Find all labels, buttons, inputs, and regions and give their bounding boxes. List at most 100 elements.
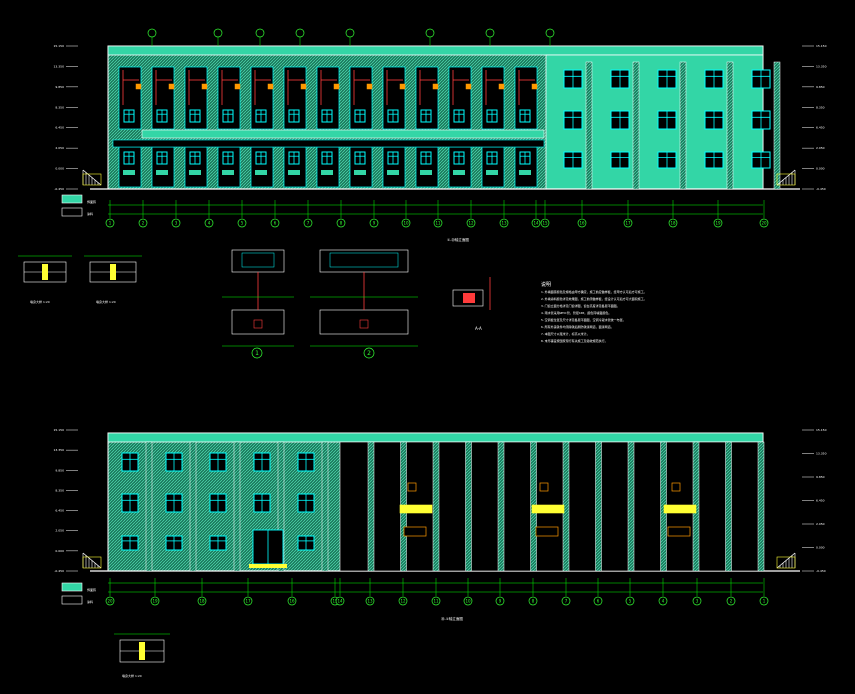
level-label: 9.850: [55, 85, 64, 89]
top-right-pilaster: [726, 61, 734, 190]
detail-circle-label-2: 2: [367, 350, 371, 357]
stair-slope: [82, 552, 102, 569]
roof-axis-circle: [485, 28, 495, 38]
top-window-sill: [321, 170, 333, 175]
axis-label: 3: [696, 599, 699, 604]
top-window-sill: [486, 170, 498, 175]
top-orange-box: [168, 83, 175, 90]
axis-label: 18: [670, 221, 676, 226]
top-right-pilaster: [585, 61, 593, 190]
axis-circle: [495, 596, 505, 606]
stair-slope: [776, 552, 796, 569]
axis-circle: [138, 218, 148, 228]
axis-circle: [593, 596, 603, 606]
axis-circle: [668, 218, 678, 228]
top-orange-box: [333, 83, 340, 90]
bottom-canopy: [399, 504, 433, 514]
axis-label: 15: [332, 599, 338, 604]
detail-title-1: 墙身大样 1:20: [30, 299, 50, 304]
stair-outline: [82, 173, 102, 186]
top-orange-box: [201, 83, 208, 90]
level-label: 13.350: [816, 452, 827, 456]
level-label: 6.450: [55, 126, 64, 130]
axis-circle: [398, 596, 408, 606]
bottom-sign-box: [667, 526, 691, 537]
roof-axis-circle: [425, 28, 435, 38]
axis-label: 2: [142, 221, 145, 226]
top-elevation-title: ①-⑳轴立面图: [447, 237, 469, 242]
level-label: 8.350: [55, 488, 64, 492]
note-line: 4.雨水管采用UPVC管，管径100，颜色同墙面颜色。: [541, 311, 612, 315]
axis-label: 9: [373, 221, 376, 226]
bottom-hall-pilaster: [465, 441, 472, 572]
level-label: 6.450: [55, 509, 64, 513]
detail-red-box: [253, 319, 263, 329]
top-orange-box: [531, 83, 538, 90]
bottom-elevation-title: ⑳-①轴立面图: [441, 616, 463, 621]
axis-label: 13: [367, 599, 373, 604]
legend-swatch-paint: [61, 207, 83, 217]
axis-label: 1: [109, 221, 112, 226]
axis-circle: [466, 218, 476, 228]
level-label: 15.150: [54, 428, 65, 432]
detail-inner-frame: [241, 252, 275, 268]
axis-circle: [577, 218, 587, 228]
top-window-sill: [189, 170, 201, 175]
bottom-orange-box: [407, 482, 417, 492]
axis-label: 6: [597, 599, 600, 604]
axis-circle: [463, 596, 473, 606]
top-window-sill: [453, 170, 465, 175]
axis-circle: [528, 596, 538, 606]
roof-axis-circle: [545, 28, 555, 38]
axis-label: 20: [761, 221, 767, 226]
top-railing-band: [112, 139, 545, 148]
level-label: -0.450: [54, 187, 64, 191]
top-window-sill: [156, 170, 168, 175]
detail-column: [42, 264, 48, 280]
axis-circle: [105, 218, 115, 228]
roof-axis-circle: [147, 28, 157, 38]
bottom-pilaster: [277, 441, 285, 572]
stair-slope: [82, 169, 102, 186]
axis-circle: [401, 218, 411, 228]
axis-label: 16: [289, 599, 295, 604]
level-label: -0.450: [54, 569, 64, 573]
bottom-pilaster: [321, 441, 329, 572]
top-window-sill: [123, 170, 135, 175]
axis-circle: [336, 218, 346, 228]
top-orange-box: [432, 83, 439, 90]
legend-top-2: 涂料: [87, 211, 93, 216]
legend-top-1: 饰面砖: [87, 199, 96, 204]
detail-aa-red: [463, 293, 475, 303]
legend-bottom-1: 饰面砖: [87, 587, 96, 592]
axis-circle: [204, 218, 214, 228]
axis-label: 16: [579, 221, 585, 226]
note-line: 7.本图尺寸以毫米计，标高以米计。: [541, 332, 590, 336]
note-line: 8.未尽事宜按国家现行有关施工及验收规范执行。: [541, 339, 608, 343]
top-orange-box: [366, 83, 373, 90]
top-orange-box: [399, 83, 406, 90]
axis-label: 10: [403, 221, 409, 226]
axis-circle: [692, 596, 702, 606]
top-window-sill: [420, 170, 432, 175]
axis-circle: [431, 596, 441, 606]
axis-label: 14: [337, 599, 343, 604]
axis-circle: [623, 218, 633, 228]
detail-red-box: [359, 319, 369, 329]
detail-circle-2: [363, 347, 375, 359]
top-window-sill: [387, 170, 399, 175]
legend-swatch-tile: [61, 194, 83, 204]
roof-axis-circle: [255, 28, 265, 38]
bottom-pilaster: [233, 441, 241, 572]
axis-circle: [531, 218, 541, 228]
level-label: 13.350: [54, 448, 65, 452]
notes-title: 说明: [541, 282, 552, 288]
legend-swatch-paint: [61, 595, 83, 605]
note-line: 6.所有外露铁件均须除锈后刷防锈漆两道，面漆两道。: [541, 325, 614, 329]
axis-circle: [726, 596, 736, 606]
axis-label: 10: [465, 599, 471, 604]
axis-label: 12: [468, 221, 474, 226]
axis-circle: [433, 218, 443, 228]
axis-label: 5: [629, 599, 632, 604]
bottom-sign-box: [535, 526, 559, 537]
